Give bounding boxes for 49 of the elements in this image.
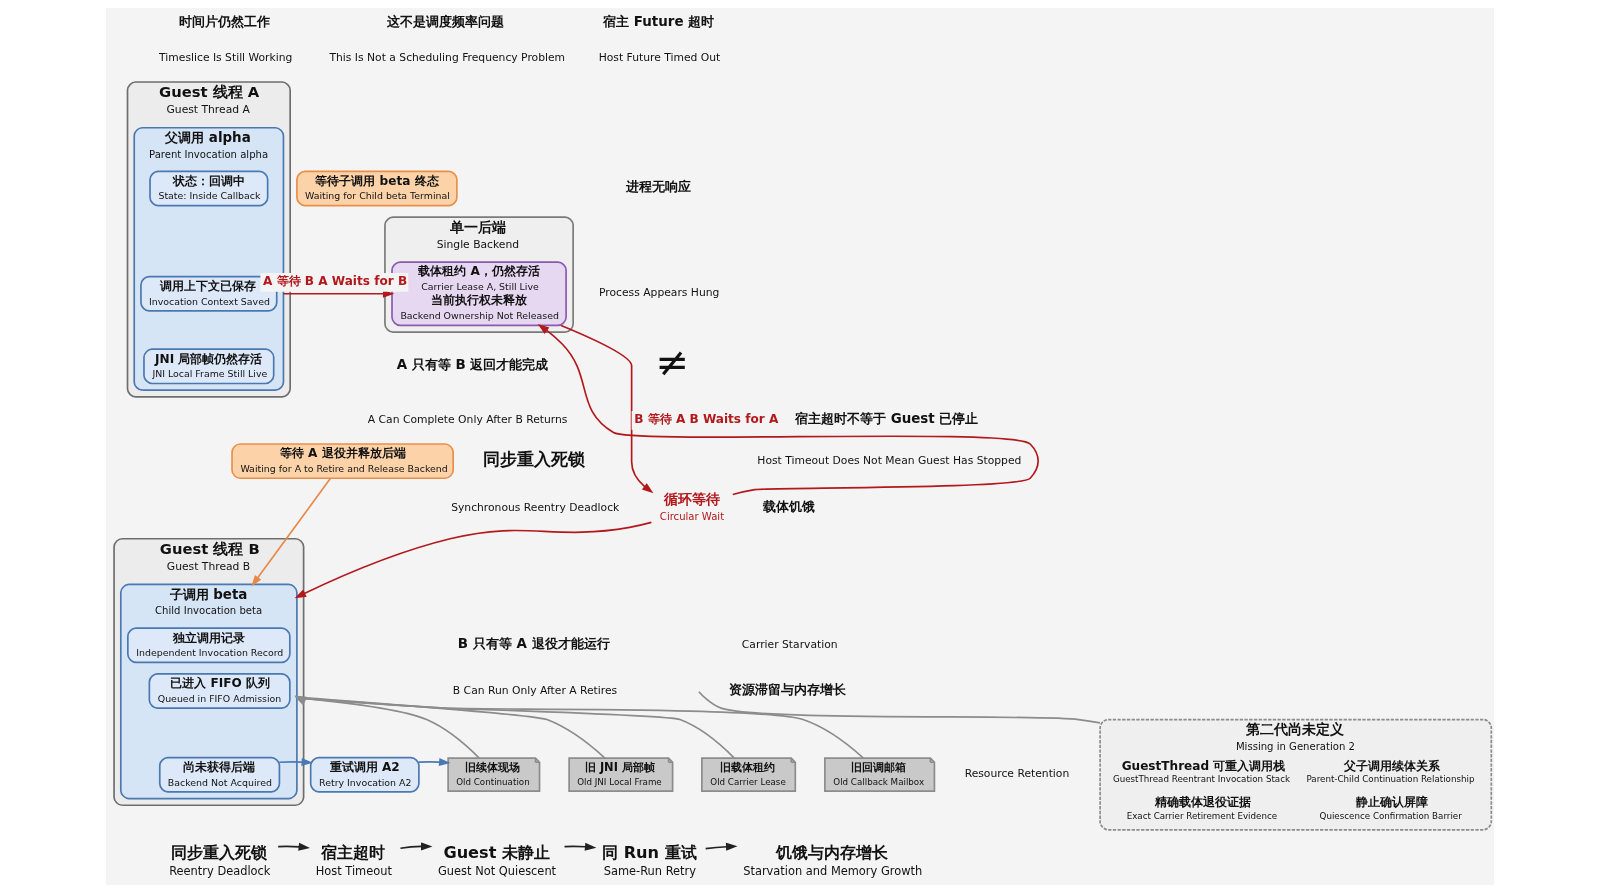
- node-box: 第二代尚未定义 Missing in Generation 2 GuestThread 可重入调用栈 GuestThread Reentrant Invocation Stack 父子调用续体关系 Parent-Child Continuation Relationship 精确载体退役证据 Exact Carrier Retirement Evidence 静止确认屏障 Quiescence Confirmation Barrier: [1099, 718, 1493, 831]
- node-box: 状态：回调中 State: Inside Callback: [149, 170, 269, 207]
- label: A 只有等 B 返回才能完成: [396, 357, 549, 373]
- label: 载体饥饿: [762, 499, 815, 515]
- label: Process Appears Hung: [599, 286, 720, 300]
- arrow: [278, 758, 313, 767]
- label: A Can Complete Only After B Returns: [367, 413, 568, 427]
- arrow: [704, 842, 738, 851]
- arrow: [251, 477, 332, 587]
- node-text: Guest 未静止 Guest Not Quiescent: [438, 842, 557, 878]
- node-text: 宿主超时 Host Timeout: [315, 842, 392, 878]
- label: 资源滞留与内存增长: [728, 681, 846, 697]
- node-text: 同 Run 重试 Same-Run Retry: [602, 842, 697, 878]
- node-box: 重试调用 A2 Retry Invocation A2: [309, 756, 420, 793]
- label: B 只有等 A 退役才能运行: [457, 635, 610, 651]
- arrow: [277, 842, 310, 851]
- label: 这不是调度频率问题: [387, 13, 505, 29]
- arrow: [418, 758, 451, 767]
- label: B Can Run Only After A Retires: [452, 683, 618, 697]
- edge-label: B 等待 A B Waits for A: [634, 411, 779, 426]
- node-text: 同步重入死锁 Reentry Deadlock: [169, 842, 271, 878]
- label: Resource Retention: [964, 767, 1070, 781]
- label: Host Timeout Does Not Mean Guest Has Stopped: [757, 453, 1022, 467]
- label: 宿主超时不等于 Guest 已停止: [794, 411, 979, 427]
- label: ≠: [655, 339, 690, 387]
- arrow: [282, 289, 395, 298]
- label: 同步重入死锁: [483, 448, 586, 469]
- node-box: 独立调用记录 Independent Invocation Record: [127, 627, 291, 664]
- node-box: 等待子调用 beta 终态 Waiting for Child beta Terminal: [296, 170, 458, 207]
- arrow: [537, 324, 1039, 496]
- node-text: 饥饿与内存增长 Starvation and Memory Growth: [743, 842, 923, 878]
- label: This Is Not a Scheduling Frequency Problem: [329, 51, 566, 65]
- node-box: 等待 A 退役并释放后端 Waiting for A to Retire and Release Backend: [231, 443, 454, 480]
- node-box: JNI 局部帧仍然存活 JNI Local Frame Still Live: [143, 348, 275, 385]
- label: 宿主 Future 超时: [603, 13, 715, 29]
- arrow: [294, 521, 653, 599]
- node-box: 已进入 FIFO 队列 Queued in FIFO Admission: [148, 673, 291, 709]
- connector: [698, 690, 1101, 724]
- label: 进程无响应: [625, 179, 691, 195]
- label: Timeslice Is Still Working: [159, 51, 293, 65]
- arrow: [563, 842, 597, 851]
- node-text: 循环等待 Circular Wait: [659, 491, 725, 522]
- node-box: 尚未获得后端 Backend Not Acquired: [158, 756, 281, 793]
- label: Host Future Timed Out: [598, 51, 721, 65]
- arrow: [399, 842, 433, 851]
- label: Synchronous Reentry Deadlock: [451, 501, 620, 515]
- label: 时间片仍然工作: [178, 13, 270, 29]
- label: Carrier Starvation: [741, 637, 838, 651]
- arrow: [560, 324, 654, 494]
